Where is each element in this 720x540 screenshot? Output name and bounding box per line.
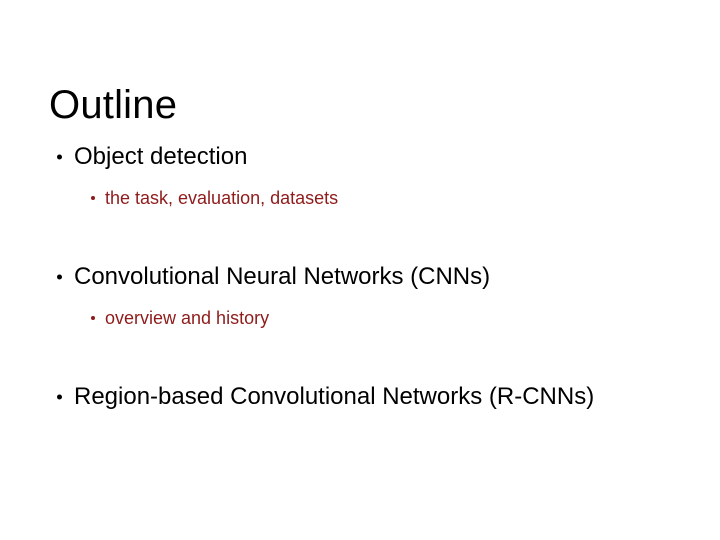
sub-bullet-dot-icon [91, 316, 95, 320]
outline-item-level1[interactable]: Convolutional Neural Networks (CNNs) [0, 262, 720, 292]
outline-item-level1-label: Region-based Convolutional Networks (R-C… [74, 383, 595, 410]
outline-group: Object detection the task, evaluation, d… [0, 142, 720, 210]
outline-item-level2[interactable]: the task, evaluation, datasets [0, 186, 720, 210]
bullet-dot-icon [57, 274, 62, 280]
outline-group: Region-based Convolutional Networks (R-C… [0, 382, 720, 412]
outline-item-level1-label: Object detection [74, 143, 248, 170]
outline-item-level1-label: Convolutional Neural Networks (CNNs) [74, 263, 491, 290]
sub-bullet-dot-icon [91, 196, 95, 200]
outline-item-level2[interactable]: overview and history [0, 306, 720, 330]
outline-item-level1[interactable]: Object detection [0, 142, 720, 172]
bullet-dot-icon [57, 154, 62, 160]
outline-group: Convolutional Neural Networks (CNNs) ove… [0, 262, 720, 330]
outline-list: Object detection the task, evaluation, d… [0, 142, 720, 412]
outline-item-level1[interactable]: Region-based Convolutional Networks (R-C… [0, 382, 720, 412]
page-title: Outline [49, 82, 178, 127]
outline-item-level2-label: overview and history [105, 308, 270, 328]
outline-item-level2-label: the task, evaluation, datasets [105, 188, 339, 208]
bullet-dot-icon [57, 394, 62, 400]
